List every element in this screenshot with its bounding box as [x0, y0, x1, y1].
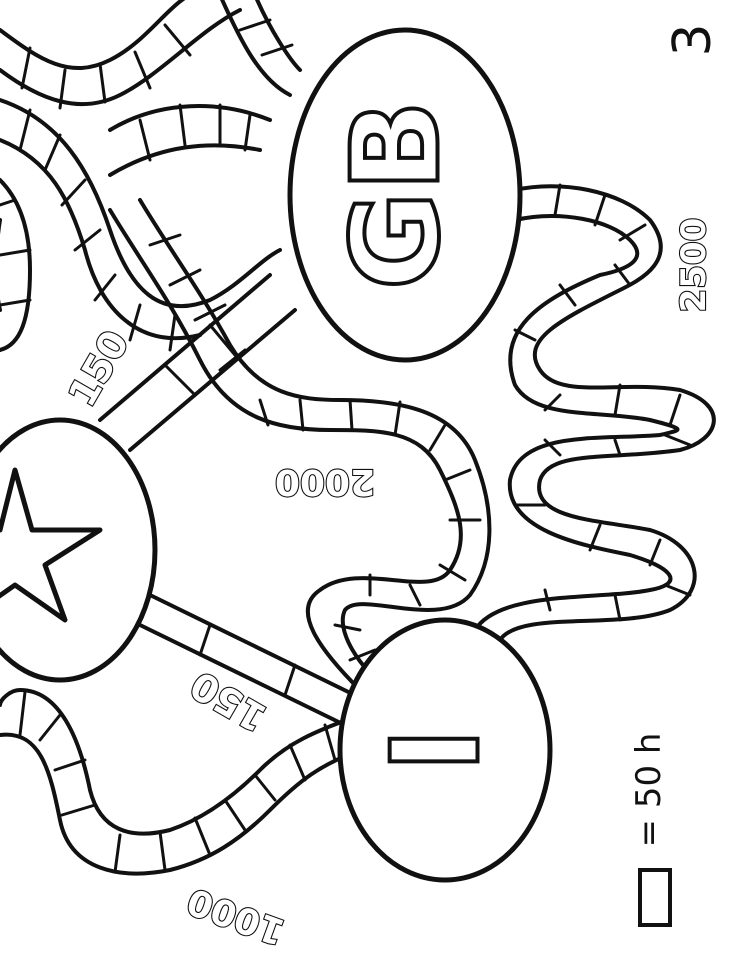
legend-text: = 50 h	[629, 733, 669, 848]
route-label-gb-i-right: 2500	[674, 218, 714, 313]
route-label-star-i: 150	[183, 662, 274, 740]
track-gb-to-star	[100, 275, 295, 450]
legend-track-segment	[640, 870, 670, 925]
node-i: I	[340, 620, 550, 880]
route-label-gb-i-middle: 2000	[275, 461, 375, 502]
node-gb: GB	[290, 30, 520, 360]
legend: = 50 h	[629, 733, 670, 925]
node-gb-label: GB	[328, 100, 467, 290]
route-label-i-left: 1000	[182, 879, 290, 952]
track-top-left-wavy	[0, 0, 300, 108]
node-star	[0, 420, 155, 680]
track-i-to-left	[0, 690, 360, 873]
node-i-label: I	[368, 728, 507, 773]
page-mark: 3	[663, 23, 723, 56]
track-left-crossing	[0, 100, 280, 350]
